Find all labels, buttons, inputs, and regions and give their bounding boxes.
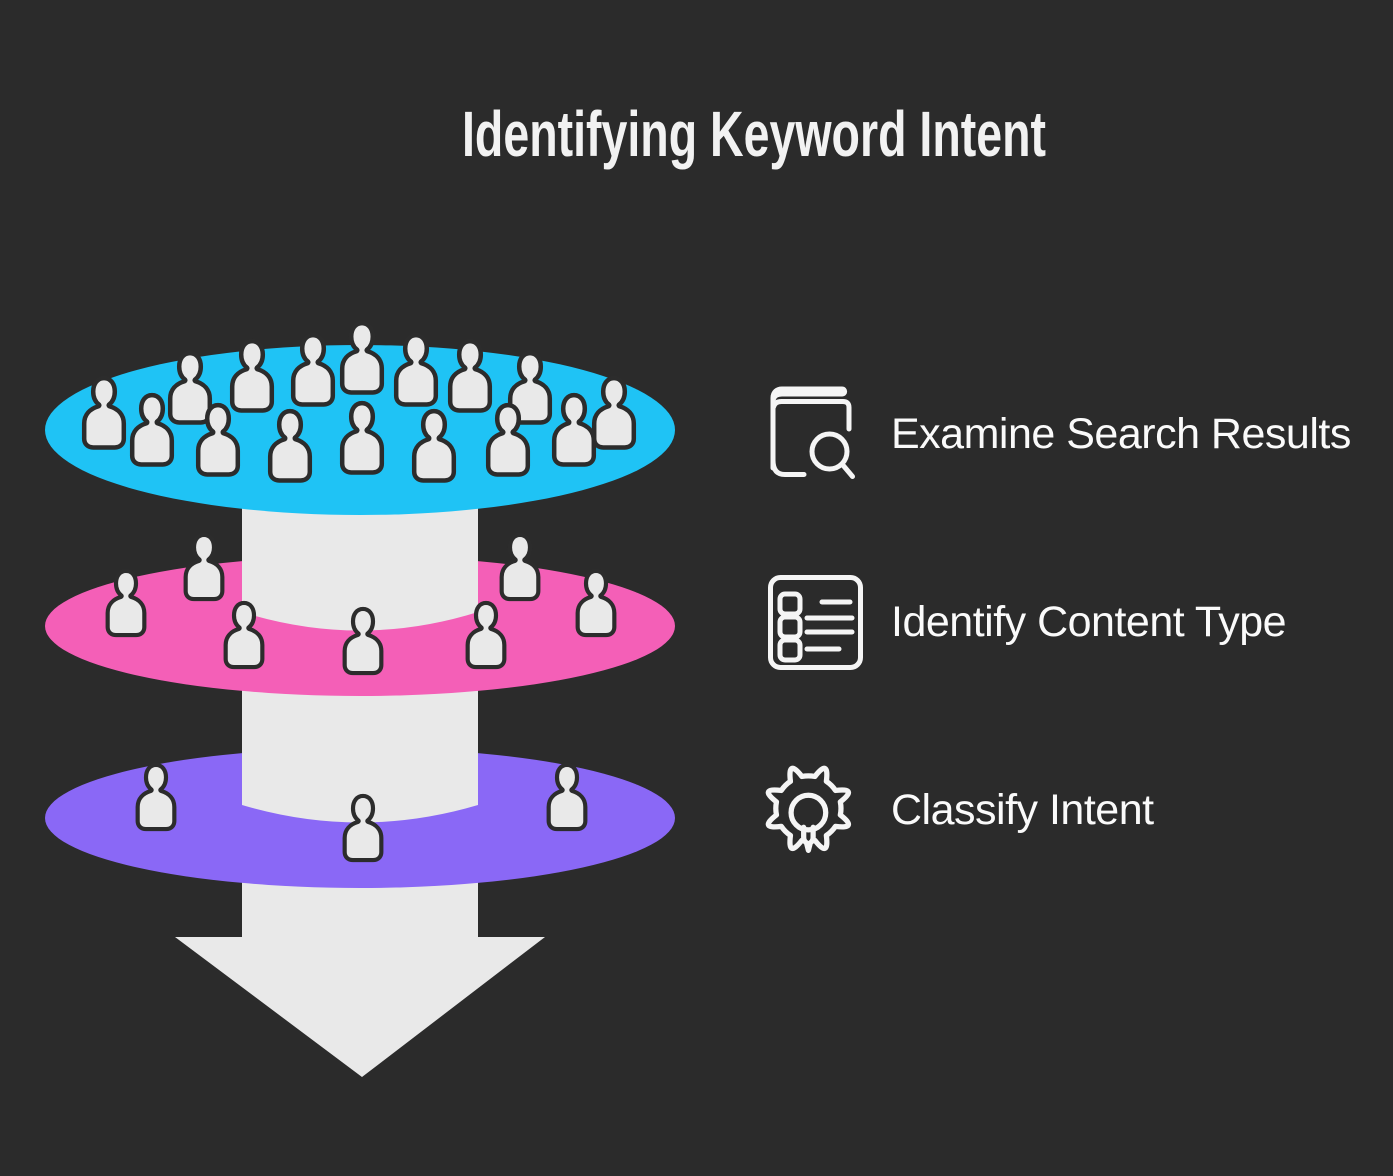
book-search-icon [770,386,855,479]
step-label: Identify Content Type [891,598,1287,646]
arrow-shaft-segment-upper [242,495,478,631]
person-icon [396,335,436,404]
step-label: Classify Intent [891,785,1154,834]
step-examine-search-results: Examine Search Results [768,382,1351,487]
person-icon [186,535,223,599]
person-icon [342,323,382,392]
gear-lightbulb-icon [765,765,851,853]
person-icon [502,535,539,599]
keyword-funnel-diagram [45,0,675,1077]
checklist-icon [768,575,863,670]
page-title-svg: Identifying Keyword Intent [462,98,1046,170]
down-arrow-head [175,830,545,1077]
step-identify-content-type: Identify Content Type [768,575,1287,670]
page-title: Identifying Keyword Intent [462,98,1046,170]
step-classify-intent: Classify Intent [758,756,1154,864]
step-label: Examine Search Results [891,410,1351,458]
